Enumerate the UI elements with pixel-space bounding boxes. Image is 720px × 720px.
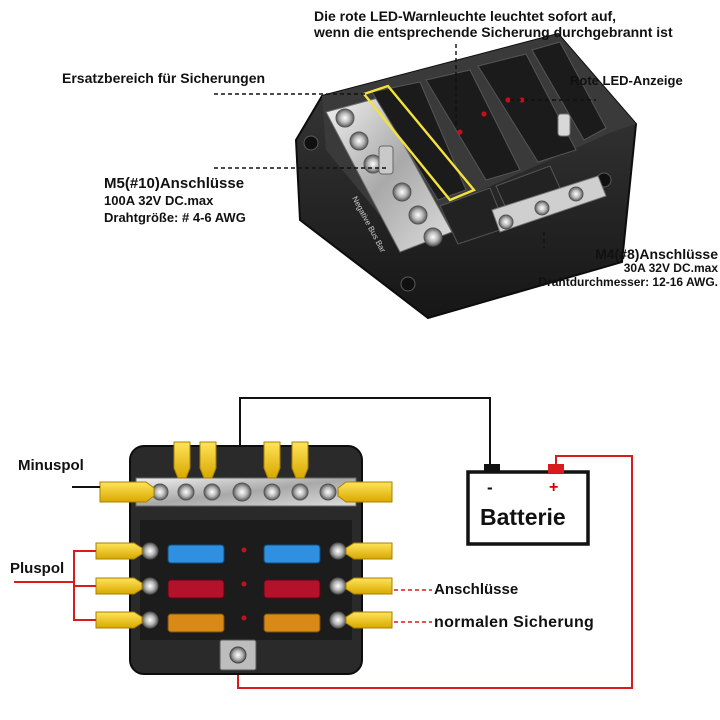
led-icon [481, 111, 487, 117]
screw-icon [392, 182, 412, 202]
m4-wire-size: Drahtdurchmesser: 12-16 AWG. [538, 274, 718, 289]
crimp-terminal-icon [345, 542, 393, 560]
m4-spec: 30A 32V DC.max [623, 261, 718, 276]
crimp-terminal-icon [95, 542, 143, 560]
callout-lines-top [214, 44, 596, 248]
screw-icon [141, 542, 159, 560]
battery-minus-sign: - [487, 478, 493, 497]
negative-pole-label: Minuspol [18, 457, 84, 474]
screw-icon [141, 577, 159, 595]
screw-icon [177, 483, 195, 501]
fuse-slot [371, 81, 467, 201]
battery-icon [466, 470, 590, 546]
screw-icon [291, 483, 309, 501]
screw-icon [329, 577, 347, 595]
negative-wire [239, 397, 491, 490]
blade-fuse-red [167, 579, 225, 599]
normal-fuse-label: normalen Sicherung [434, 614, 595, 631]
top-note-line2: wenn die entsprechende Sicherung durchge… [314, 24, 673, 41]
screw-icon [329, 611, 347, 629]
battery-label: Batterie [480, 504, 566, 530]
screw-icon [141, 611, 159, 629]
positive-feed-wires [14, 550, 96, 621]
fuse-slot [477, 53, 577, 163]
screw-icon [423, 227, 443, 247]
m4-terminal-callout: M4(#8)Anschlüsse 30A 32V DC.max Drahtdur… [512, 246, 718, 290]
m5-wire-size: Drahtgröße: # 4-6 AWG [104, 210, 246, 226]
blade-fuse-red [263, 579, 321, 599]
spare-area-label: Ersatzbereich für Sicherungen [62, 70, 266, 86]
positive-wire [237, 455, 633, 689]
side-terminals [95, 542, 393, 629]
crimp-terminal-icon [199, 441, 217, 479]
crimp-terminal-icon [95, 611, 143, 629]
screw-icon [498, 214, 514, 230]
fuse-row-2 [167, 579, 321, 599]
mount-hole-icon [400, 276, 416, 292]
blade-fuse-orange [167, 613, 225, 633]
crimp-terminal-icon [291, 441, 309, 479]
screw-icon [335, 108, 355, 128]
screw-icon [319, 483, 337, 501]
fuse-row-1 [167, 544, 321, 564]
m5-spec: 100A 32V DC.max [104, 193, 214, 209]
terminal-stud-icon [557, 113, 571, 137]
callout-lines-bottom [394, 589, 432, 623]
crimp-terminal-icon [173, 441, 191, 479]
crimp-terminals-top [99, 441, 393, 503]
top-note: Die rote LED-Warnleuchte leuchtet sofort… [314, 8, 673, 40]
terminals-label: Anschlüsse [434, 581, 519, 598]
fuse-slot [531, 41, 607, 141]
battery-positive-terminal [548, 464, 564, 473]
bus-screws [151, 482, 337, 502]
screw-icon [568, 186, 584, 202]
led-icon [457, 129, 463, 135]
screw-icon [263, 483, 281, 501]
wiring-diagram [14, 397, 633, 689]
battery-negative-terminal [484, 464, 500, 473]
crimp-terminal-icon [99, 481, 155, 503]
fuse-rows [140, 520, 352, 640]
led-icon [241, 581, 247, 587]
m4-screw-terminals [498, 186, 584, 230]
led-icon [505, 97, 511, 103]
fuse-row-3 [167, 613, 321, 633]
spare-fuse-area-highlight [361, 84, 476, 202]
led-icon [519, 97, 525, 103]
led-indicator-label: Rote LED-Anzeige [570, 73, 683, 88]
positive-pole-label: Pluspol [10, 560, 65, 577]
led-icon [241, 615, 247, 621]
fuse-slots [371, 41, 607, 245]
crimp-terminal-icon [263, 441, 281, 479]
m4-title: M4(#8)Anschlüsse [595, 246, 718, 262]
screw-icon [349, 131, 369, 151]
top-note-line1: Die rote LED-Warnleuchte leuchtet sofort… [314, 8, 617, 24]
blade-fuse-blue [167, 544, 225, 564]
positive-stud-icon [229, 646, 247, 664]
battery-plus-sign: + [549, 479, 559, 496]
screw-icon [534, 200, 550, 216]
m5-title: M5(#10)Anschlüsse [104, 175, 245, 192]
blade-fuse-orange [263, 613, 321, 633]
led-icon [241, 547, 247, 553]
screw-icon [203, 483, 221, 501]
m5-stud-icon [378, 145, 394, 175]
m5-screw-terminals [335, 108, 443, 247]
crimp-terminal-icon [337, 481, 393, 503]
screw-icon [408, 205, 428, 225]
mount-hole-icon [303, 135, 319, 151]
crimp-terminal-icon [345, 577, 393, 595]
fuse-block-photo: Negative Bus Bar [294, 32, 638, 320]
screw-icon [329, 542, 347, 560]
blade-fuse-blue [263, 544, 321, 564]
crimp-terminal-icon [345, 611, 393, 629]
red-led-indicators [457, 97, 525, 135]
crimp-terminal-icon [95, 577, 143, 595]
screw-icon [232, 482, 252, 502]
m5-terminal-callout: M5(#10)Anschlüsse 100A 32V DC.max Drahtg… [104, 175, 246, 226]
fuse-leds [241, 547, 247, 621]
